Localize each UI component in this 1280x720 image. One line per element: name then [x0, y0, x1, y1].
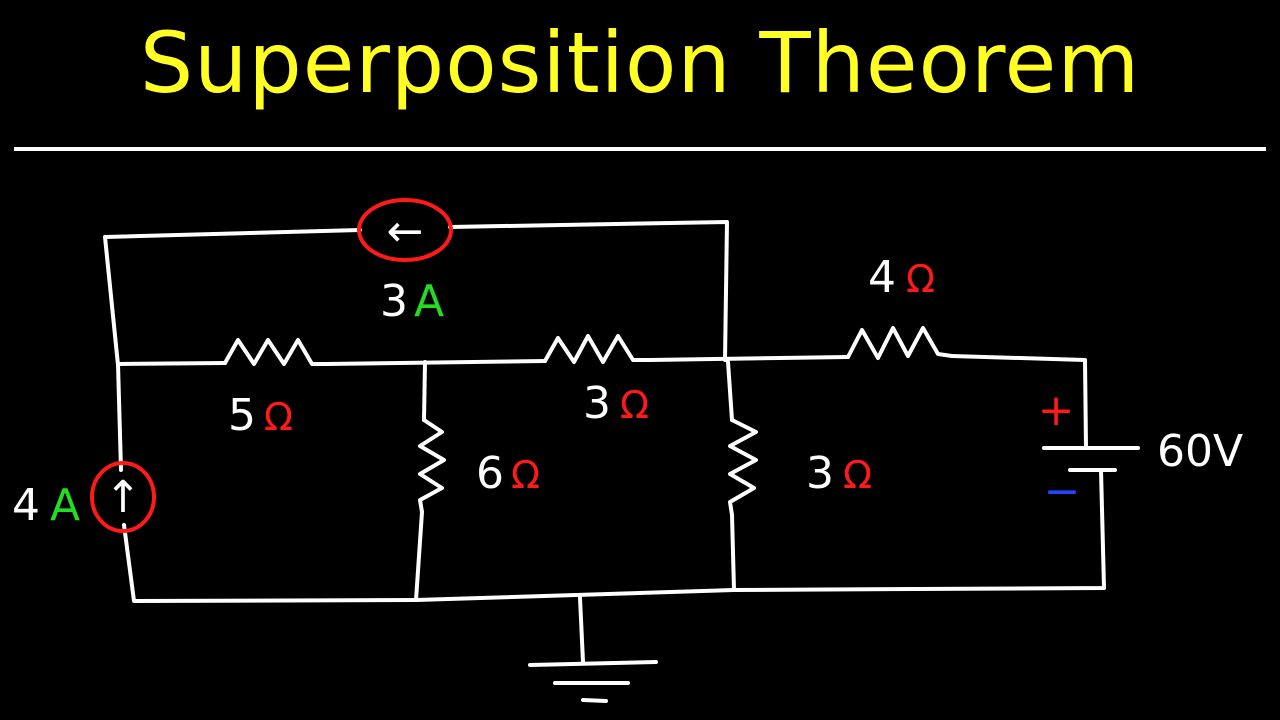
resistor-zigzag	[543, 334, 652, 364]
wire-top-loop	[103, 220, 729, 367]
wire-ground-lead	[578, 596, 585, 664]
resistor-top-mid-value: 3	[583, 378, 611, 429]
current-source-top-value: 3	[380, 276, 408, 327]
current-source-top-unit: A	[414, 276, 444, 327]
resistor-vertical-left-value: 6	[476, 448, 504, 499]
ground-line-1	[528, 660, 658, 667]
resistor-vertical-right-unit: Ω	[843, 453, 872, 497]
up-arrow-icon: ↑	[105, 472, 142, 523]
resistor-top-left-unit: Ω	[264, 395, 293, 439]
resistor-top-mid-unit: Ω	[620, 383, 649, 427]
wire-mid-branch	[414, 360, 427, 602]
circuit-wires	[103, 220, 1106, 664]
title-divider	[14, 147, 1266, 151]
resistor-top-left: 5 Ω	[223, 338, 327, 441]
current-source-top: ← 3 A	[357, 198, 453, 327]
resistor-zigzag	[728, 418, 758, 517]
resistor-vertical-right: 3 Ω	[728, 418, 872, 517]
resistor-zigzag	[418, 418, 446, 514]
battery-minus-sign: −	[1044, 466, 1081, 517]
resistor-zigzag	[223, 338, 327, 366]
wire-bottom-rail	[414, 468, 1106, 602]
left-arrow-icon: ←	[387, 206, 424, 257]
resistor-top-right-unit: Ω	[906, 257, 935, 301]
resistor-vertical-right-value: 3	[806, 448, 834, 499]
ground-line-3	[581, 698, 608, 703]
resistor-vertical-left-unit: Ω	[511, 453, 540, 497]
resistor-zigzag	[846, 326, 954, 360]
wire-right-branch	[726, 360, 736, 592]
resistor-top-mid: 3 Ω	[543, 334, 652, 429]
battery-voltage: 60V	[1157, 426, 1243, 477]
resistor-top-right: 4 Ω	[846, 252, 954, 360]
current-source-left-unit: A	[50, 480, 80, 531]
ground-icon	[528, 660, 658, 703]
battery-plus-sign: +	[1038, 385, 1075, 436]
current-source-left-value: 4	[12, 480, 40, 531]
battery-60v: 60V + −	[1038, 385, 1244, 517]
wire-left-branch	[116, 362, 418, 603]
current-source-left: ↑ 4 A	[12, 461, 156, 533]
resistor-top-right-value: 4	[868, 252, 896, 303]
current-source-left-circle	[90, 461, 156, 533]
wire-top-rail-right	[648, 354, 1088, 450]
resistor-vertical-left: 6 Ω	[418, 418, 540, 514]
page-title: Superposition Theorem	[139, 14, 1141, 112]
current-source-top-circle	[357, 198, 453, 262]
wire-top-rail-left	[116, 359, 547, 366]
resistor-top-left-value: 5	[228, 390, 256, 441]
